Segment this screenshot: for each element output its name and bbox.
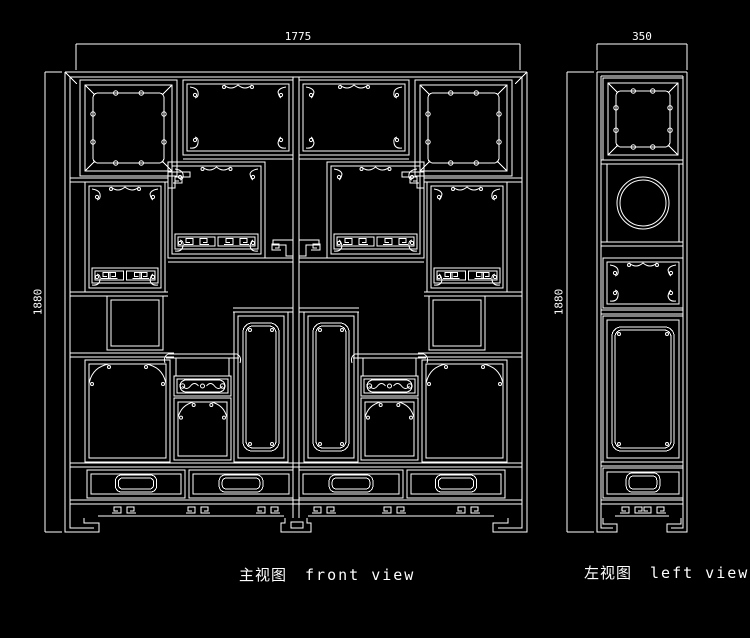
front-height-dimension: 1880 [31,288,45,316]
left-view-caption-en: left view [650,564,750,582]
front-view-drawing [64,71,528,533]
front-view-caption-zh: 主视图 [239,566,288,584]
front-view-caption: 主视图 front view [239,564,415,585]
left-view-caption-zh: 左视图 [584,564,633,582]
left-view-caption: 左视图 left view [584,562,749,583]
front-width-dimension: 1775 [284,30,312,43]
front-view-right-half [298,79,528,533]
side-height-dimension: 1880 [552,288,566,316]
side-width-dimension: 350 [632,30,652,43]
front-view-left-half [64,79,294,533]
left-view-drawing [596,71,688,533]
front-view-caption-en: front view [305,566,416,584]
dimension-lines [44,43,688,533]
